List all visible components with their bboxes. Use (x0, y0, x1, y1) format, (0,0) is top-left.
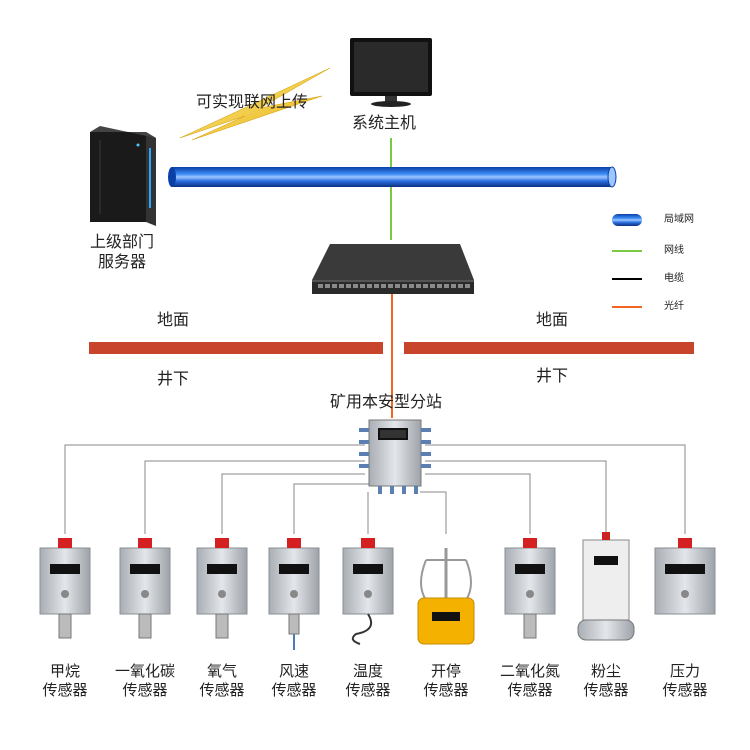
sensor-icon-6 (504, 538, 556, 639)
sensor-icon-2 (196, 538, 248, 639)
sensor-icon-0 (39, 538, 91, 639)
sensor-label-8: 压力传感器 (647, 662, 723, 700)
sensor-label-line2: 传感器 (42, 681, 88, 699)
upload-label: 可实现联网上传 (196, 92, 309, 111)
sensor-label-line2: 传感器 (199, 681, 245, 699)
substation-label: 矿用本安型分站 (330, 392, 443, 411)
legend-symbols (612, 214, 642, 308)
sensor-icon-7 (577, 532, 635, 641)
ground-bar-left (89, 342, 383, 354)
server-label-line2: 服务器 (97, 252, 146, 271)
sensor-label-line2: 传感器 (583, 681, 629, 699)
sensor-label-3: 风速传感器 (256, 662, 332, 700)
sensor-label-1: 一氧化碳传感器 (107, 662, 183, 700)
sensor-icon-5 (417, 548, 475, 645)
ground-label-left: 地面 (157, 310, 190, 329)
ground-label-right: 地面 (536, 310, 569, 329)
sensor-icon-8 (654, 538, 716, 615)
sensor-cables (64, 444, 686, 534)
sensor-label-line2: 传感器 (122, 681, 168, 699)
sensor-label-4: 温度传感器 (330, 662, 406, 700)
sensor-label-2: 氧气传感器 (184, 662, 260, 700)
network-switch-icon (312, 244, 474, 294)
legend-lan-label: 局域网 (664, 214, 694, 225)
underground-label-right: 井下 (536, 366, 569, 385)
legend-cable-label: 电缆 (664, 273, 684, 284)
sensor-label-line2: 传感器 (345, 681, 391, 699)
sensor-label-line1: 粉尘 (590, 662, 621, 680)
sensor-icon-4 (342, 538, 394, 645)
ground-bar-right (404, 342, 694, 354)
lan-pipe (168, 166, 617, 188)
sensor-icon-1 (119, 538, 171, 639)
legend-network-cable-label: 网线 (664, 245, 684, 256)
sensor-label-line2: 传感器 (423, 681, 469, 699)
sensor-label-line1: 开停 (430, 662, 461, 680)
server-icon (90, 126, 156, 226)
legend-fiber-label: 光纤 (664, 301, 684, 312)
server-label-line1: 上级部门 (89, 232, 154, 251)
sensor-label-line1: 二氧化氮 (499, 662, 560, 680)
server-label: 上级部门 服务器 (84, 232, 160, 272)
sensor-label-line1: 温度 (352, 662, 383, 680)
sensor-label-0: 甲烷传感器 (27, 662, 103, 700)
sensor-label-line1: 一氧化碳 (114, 662, 175, 680)
sensor-label-line1: 压力 (669, 662, 700, 680)
sensor-label-7: 粉尘传感器 (568, 662, 644, 700)
substation-icon (359, 419, 431, 494)
sensor-label-line2: 传感器 (271, 681, 317, 699)
underground-label-left: 井下 (157, 369, 190, 388)
sensor-label-5: 开停传感器 (408, 662, 484, 700)
sensor-label-6: 二氧化氮传感器 (492, 662, 568, 700)
sensor-label-line2: 传感器 (507, 681, 553, 699)
host-label: 系统主机 (352, 113, 417, 132)
sensor-label-line2: 传感器 (662, 681, 708, 699)
sensor-label-line1: 甲烷 (49, 662, 80, 680)
sensor-label-line1: 氧气 (206, 662, 237, 680)
sensor-label-line1: 风速 (278, 662, 309, 680)
upload-bolt-icon (179, 67, 331, 141)
sensor-icon-3 (268, 538, 320, 650)
monitor-icon (350, 38, 432, 107)
